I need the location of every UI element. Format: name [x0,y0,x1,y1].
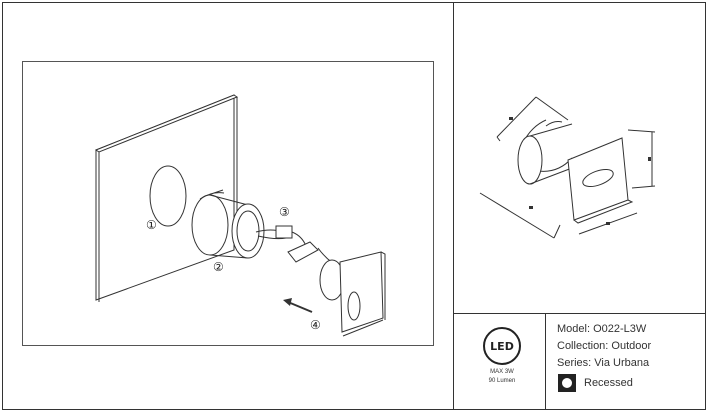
dimension-drawing [479,96,656,239]
led-logo-text: LED [490,339,514,353]
drawing-sheet [2,2,706,410]
series-text: Series: Via Urbana [557,357,650,369]
step-3-label: ③ [279,205,290,219]
led-logo: LED [483,327,521,365]
vertical-divider [453,2,454,410]
info-divider [545,313,546,410]
step-2-label: ② [213,260,224,274]
recessed-icon [558,374,576,392]
installation-frame [22,61,434,346]
light-fixture [319,251,386,337]
step-4-label: ④ [310,318,321,332]
model-text: Model: O022-L3W [557,323,647,335]
collection-text: Collection: Outdoor [557,340,652,352]
insert-arrow [283,298,313,313]
step-1-label: ① [146,218,157,232]
lumen-label: 90 Lumen [488,378,516,384]
mount-type-text: Recessed [584,377,633,389]
max-power-label: MAX 3W [490,369,514,375]
horizontal-divider [453,313,706,314]
